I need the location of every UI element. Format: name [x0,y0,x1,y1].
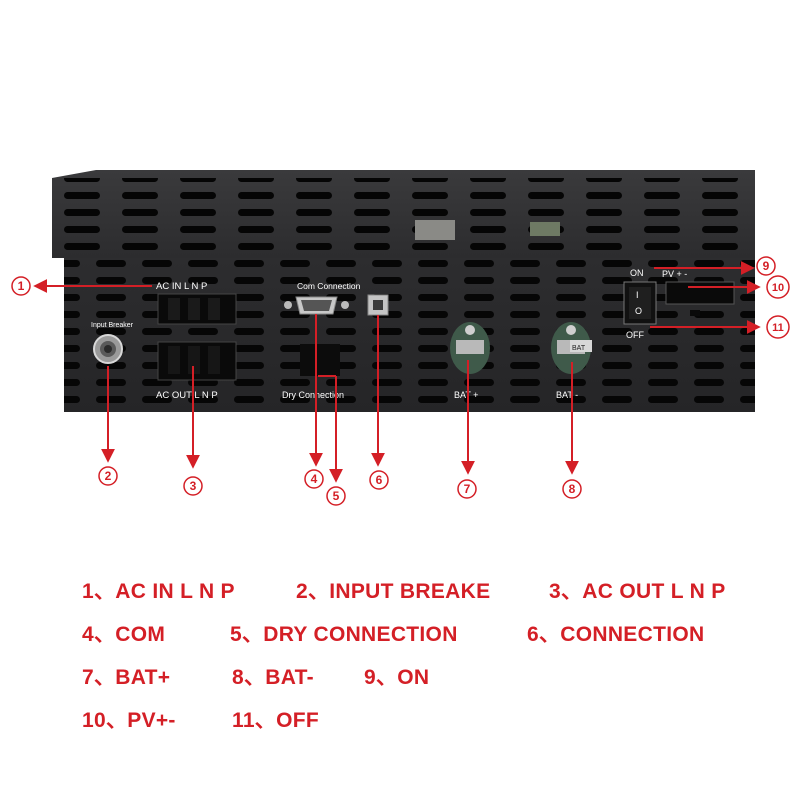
svg-text:7: 7 [464,482,471,496]
inverter-photo: AC IN L N P AC OUT L N P Input Breaker C… [11,170,790,506]
legend-item-8: 8、BAT- [232,666,314,689]
input-breaker: Input Breaker [91,322,134,364]
input-breaker-label: Input Breaker [91,322,134,329]
svg-text:2: 2 [105,469,112,483]
callouts [33,261,761,483]
ac-out-terminal: AC OUT L N P [156,341,237,401]
svg-text:1: 1 [18,279,25,293]
callout-1: 1 [11,276,31,296]
bat-plus-terminal: BAT + [450,322,490,400]
callout-numbers: 1 2 3 4 5 6 7 8 9 10 11 [11,256,790,506]
legend-item-10: 10、PV+- [82,709,176,732]
legend-item-5: 5、DRY CONNECTION [230,623,458,646]
legend-item-3: 3、AC OUT L N P [549,580,726,603]
callout-4: 4 [304,469,324,489]
off-label: OFF [626,330,644,340]
callout-7: 7 [457,479,477,499]
svg-text:5: 5 [333,489,340,503]
svg-text:3: 3 [190,479,197,493]
bat-plus-label: BAT + [454,390,478,400]
legend-row-4: 10、PV+- 11、OFF [0,704,800,734]
com-connection-label: Com Connection [297,281,361,291]
legend-item-9: 9、ON [364,666,430,689]
dry-connection-label: Dry Connection [282,390,344,400]
switch-on-mark: I [636,290,639,300]
callout-11: 11 [766,315,790,339]
callout-8: 8 [562,479,582,499]
callout-9: 9 [756,256,776,276]
svg-text:10: 10 [772,282,784,294]
usb-port [367,294,389,316]
svg-text:6: 6 [376,473,383,487]
svg-text:9: 9 [763,259,770,273]
bat-tag-label: BAT [572,345,586,352]
legend-item-1: 1、AC IN L N P [82,580,235,603]
dry-connection-port: Dry Connection [282,344,344,400]
legend-item-6: 6、CONNECTION [527,623,705,646]
callout-5: 5 [326,486,346,506]
callout-2: 2 [98,466,118,486]
switch-off-mark: O [635,306,642,316]
svg-text:8: 8 [569,482,576,496]
ac-in-label: AC IN L N P [156,281,207,292]
svg-text:4: 4 [311,472,318,486]
legend-item-11: 11、OFF [232,709,319,732]
top-housing [52,170,755,258]
legend-row-2: 4、COM 5、DRY CONNECTION 6、CONNECTION [0,618,800,648]
power-switch: I O ON OFF [623,268,657,340]
ac-out-label: AC OUT L N P [156,390,218,401]
on-label: ON [630,268,644,278]
pv-label: PV + - [662,269,687,279]
callout-10: 10 [766,275,790,299]
callout-3: 3 [183,476,203,496]
legend-row-3: 7、BAT+ 8、BAT- 9、ON [0,661,800,691]
callout-6: 6 [369,470,389,490]
legend-item-2: 2、INPUT BREAKE [296,580,491,603]
svg-text:11: 11 [772,322,784,334]
bat-minus-label: BAT - [556,390,578,400]
com-port: Com Connection [284,281,361,315]
ac-in-terminal: AC IN L N P [156,281,237,325]
legend-item-4: 4、COM [82,623,166,646]
legend-item-7: 7、BAT+ [82,666,171,689]
legend-row-1: 1、AC IN L N P 2、INPUT BREAKE 3、AC OUT L … [0,575,800,605]
bat-minus-terminal: BAT BAT - [551,322,592,400]
